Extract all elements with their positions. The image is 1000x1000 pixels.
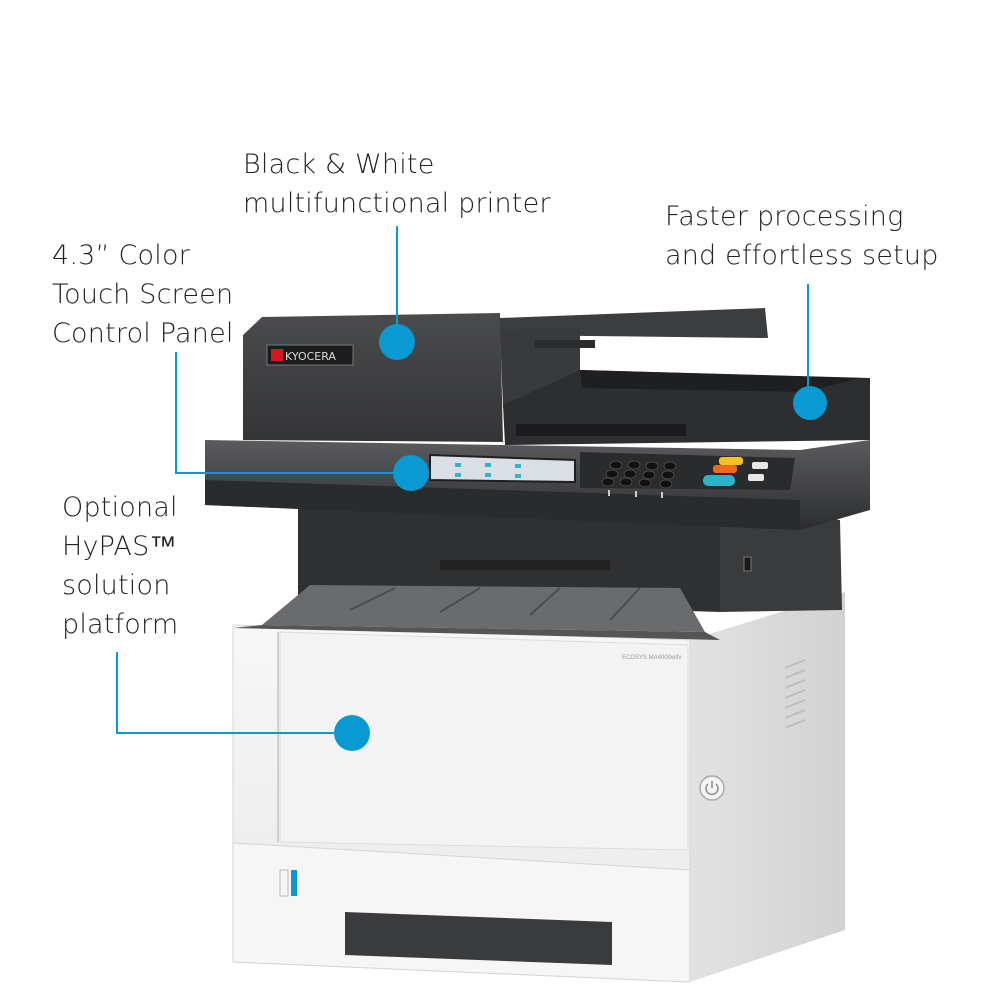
cassette-handle (345, 912, 612, 965)
usb-port[interactable] (743, 556, 752, 572)
keypad-keys[interactable] (601, 460, 677, 489)
svg-text:KYOCERA: KYOCERA (285, 350, 336, 363)
callout-lines (116, 226, 809, 734)
callout-dot-hypas (334, 715, 370, 751)
callout-speed: Faster processing and effortless setup (665, 197, 939, 275)
callout-bw-line: Black & White (243, 149, 435, 180)
callout-panel-line: Touch Screen (52, 279, 234, 310)
kyocera-logo: KYOCERA (266, 344, 354, 366)
touch-screen[interactable] (429, 453, 576, 484)
callout-dot-panel (393, 455, 429, 491)
callout-speed-line: and effortless setup (665, 240, 939, 271)
power-icon (705, 781, 719, 796)
callout-bw-line: multifunctional printer (243, 188, 551, 219)
printer-side-panel (690, 592, 845, 982)
front-cover (279, 631, 689, 851)
model-label: ECOSYS MA4000wifx (622, 655, 681, 661)
callout-dot-bw (379, 324, 415, 360)
scanner-lid[interactable] (243, 313, 503, 442)
callout-speed-line: Faster processing (665, 201, 904, 232)
start-button[interactable] (703, 475, 735, 486)
paper-level-indicator (291, 870, 297, 896)
output-tray (262, 585, 705, 632)
callout-panel-line: 4.3” Color (52, 240, 191, 271)
callout-hypas-line: platform (62, 609, 179, 640)
reset-button[interactable] (713, 465, 737, 473)
callout-panel-line: Control Panel (52, 318, 234, 349)
right-column (720, 505, 842, 612)
stop-button[interactable] (719, 457, 743, 465)
callout-hypas-line: HyPAS™ (62, 531, 177, 562)
callout-panel: 4.3” Color Touch Screen Control Panel (52, 236, 234, 353)
side-vents (784, 659, 806, 729)
callout-hypas-line: Optional (62, 492, 178, 523)
callout-dot-speed (793, 386, 827, 420)
callout-bw: Black & White multifunctional printer (243, 145, 551, 223)
printer-mid-body (298, 505, 722, 612)
callout-hypas: Optional HyPAS™ solution platform (62, 488, 178, 644)
callout-hypas-line: solution (62, 570, 171, 601)
